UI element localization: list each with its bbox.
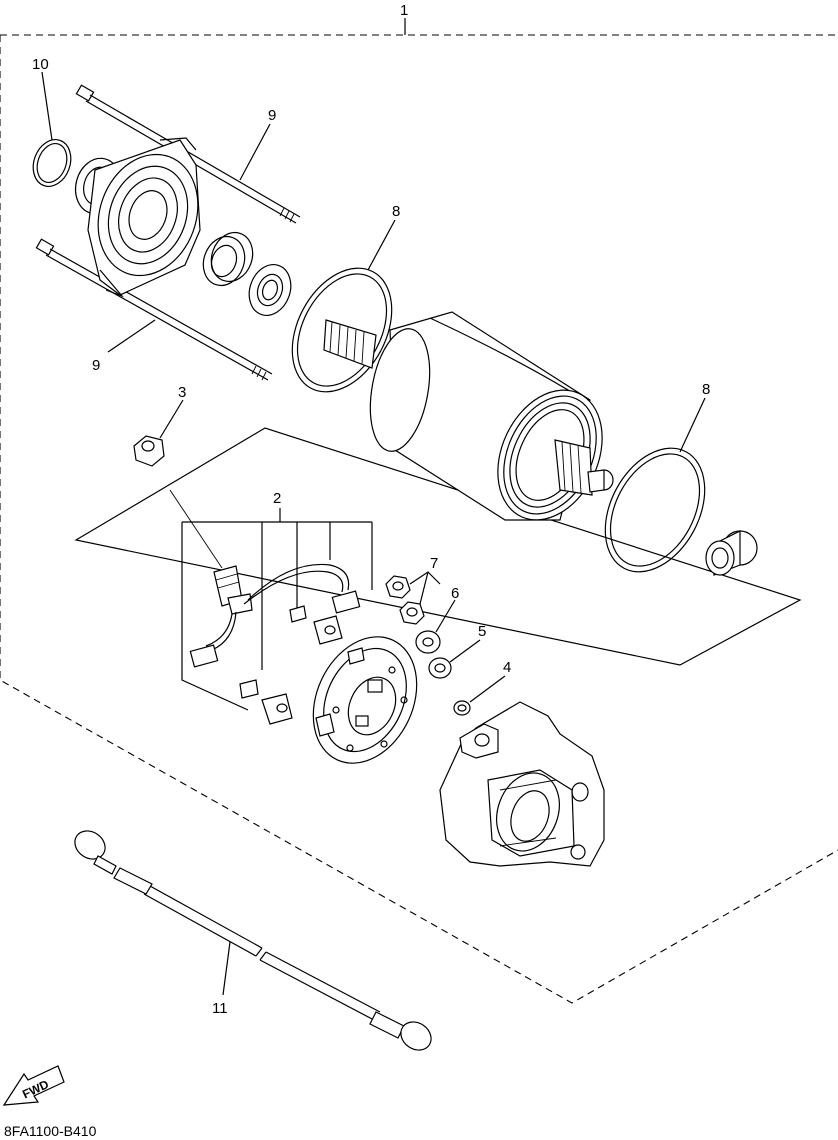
callout-5: 5 bbox=[478, 623, 486, 640]
o-ring-10 bbox=[32, 139, 72, 187]
washer-6 bbox=[415, 630, 441, 654]
nut-3 bbox=[133, 435, 165, 467]
callout-9-lower-leader bbox=[107, 319, 156, 353]
callout-11-leader bbox=[222, 941, 231, 996]
fwd-arrow-icon: FWD bbox=[2, 1065, 65, 1106]
callout-9-lower: 9 bbox=[92, 357, 100, 374]
lead-wire-11 bbox=[74, 830, 432, 1051]
assembly-boundary bbox=[0, 34, 838, 1004]
callout-4: 4 bbox=[503, 659, 511, 676]
bolt-9-lower bbox=[35, 238, 273, 381]
nut-7-a bbox=[385, 575, 411, 599]
o-ring-8-front bbox=[291, 267, 393, 393]
callout-7-leader bbox=[409, 571, 441, 605]
callout-8-rear-leader bbox=[679, 397, 706, 453]
callout-8-rear: 8 bbox=[702, 381, 710, 398]
oil-seal bbox=[248, 264, 292, 316]
nut-3-axis bbox=[169, 489, 223, 569]
callout-10-leader bbox=[41, 71, 53, 141]
o-ring-8-rear bbox=[604, 447, 706, 573]
callout-9-upper-leader bbox=[239, 123, 271, 181]
callout-5-leader bbox=[449, 639, 481, 663]
callout-1: 1 bbox=[400, 2, 408, 19]
callout-9-upper: 9 bbox=[268, 107, 276, 124]
callout-2: 2 bbox=[273, 490, 281, 507]
callout-10: 10 bbox=[32, 56, 49, 73]
rear-cover bbox=[439, 701, 605, 867]
o-ring-4 bbox=[453, 700, 471, 716]
washer-5 bbox=[428, 657, 452, 679]
callout-2-bracket bbox=[181, 508, 373, 711]
brush-assembly-plane bbox=[74, 427, 802, 666]
callout-11: 11 bbox=[212, 1000, 228, 1017]
callout-8-front-leader bbox=[367, 219, 396, 271]
callout-7: 7 bbox=[430, 555, 438, 572]
callout-4-leader bbox=[469, 675, 506, 703]
callout-8-front: 8 bbox=[392, 203, 400, 220]
armature-yoke bbox=[323, 311, 614, 521]
nut-7-b bbox=[399, 601, 425, 625]
drawing-code: 8FA1100-B410 bbox=[4, 1123, 97, 1139]
callout-3: 3 bbox=[178, 384, 186, 401]
callout-6: 6 bbox=[451, 585, 459, 602]
bearing bbox=[202, 231, 254, 287]
brush-plate bbox=[312, 636, 418, 764]
callout-6-leader bbox=[435, 599, 456, 633]
brush-set bbox=[189, 563, 361, 725]
front-cover bbox=[74, 137, 201, 298]
callout-3-leader bbox=[159, 399, 184, 439]
rear-bushing bbox=[705, 530, 758, 576]
